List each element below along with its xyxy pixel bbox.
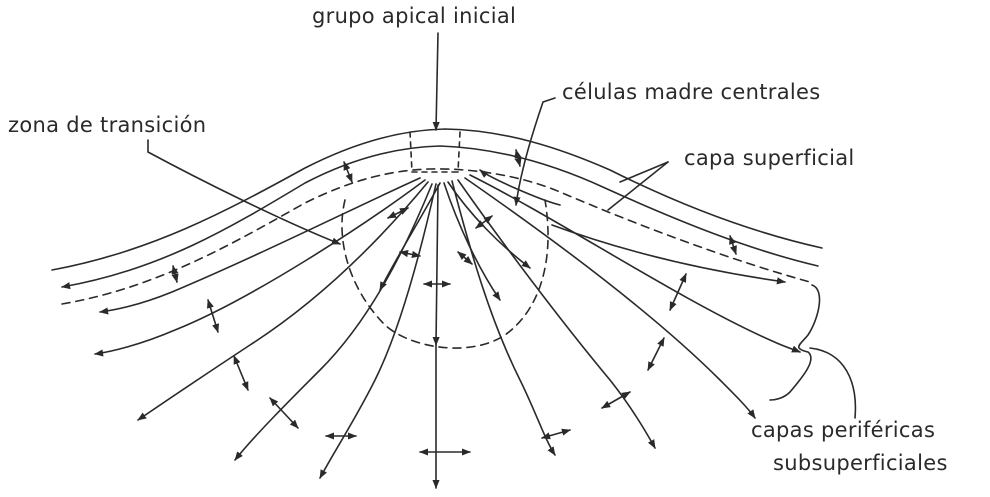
division-arrow xyxy=(647,337,665,371)
division-arrow xyxy=(669,273,687,311)
division-arrow xyxy=(387,207,409,219)
peripheral-layers-bracket xyxy=(769,284,821,401)
division-arrow xyxy=(729,235,737,255)
superficial-label-line-2 xyxy=(607,161,669,211)
label-subsuperficiales: subsuperficiales xyxy=(773,451,948,475)
central-zone-outline xyxy=(341,199,549,349)
lineage-arrow-left-superficial xyxy=(479,169,561,206)
division-arrow xyxy=(343,161,353,183)
label-celulas-madre: células madre centrales xyxy=(562,80,821,104)
lineage-arrow-right-5 xyxy=(464,177,756,419)
label-capa-superficial: capa superficial xyxy=(684,146,855,170)
surface-line-inner xyxy=(61,145,819,290)
label-capas-perifericas: capas periféricas xyxy=(751,418,936,442)
division-arrow xyxy=(233,355,249,391)
layer-boundary-dashed xyxy=(61,168,811,305)
label-zona-transicion: zona de transición xyxy=(8,113,207,137)
peripheral-layers-leader xyxy=(809,347,857,419)
surface-line-outer xyxy=(51,128,823,271)
lineage-arrow-center-left xyxy=(379,182,441,291)
lineage-arrow-right-7 xyxy=(551,224,786,285)
division-arrow xyxy=(399,250,421,258)
division-arrow xyxy=(206,299,220,333)
division-arrow xyxy=(269,397,299,429)
division-arrow xyxy=(601,391,631,409)
division-arrow xyxy=(457,251,473,265)
division-arrow xyxy=(171,265,179,283)
lineage-arrow-right-6 xyxy=(469,174,801,353)
label-grupo-apical: grupo apical inicial xyxy=(312,4,517,28)
lineage-arrow-left-5 xyxy=(319,183,437,479)
division-arrow xyxy=(475,215,493,229)
transicion-label-arrow xyxy=(147,139,341,245)
lineage-arrow-center xyxy=(432,184,440,346)
apical-group-outline xyxy=(409,131,461,173)
madre-label-arrow xyxy=(513,97,556,206)
lineage-arrow-right-3 xyxy=(451,180,556,456)
lineage-arrow-left-3 xyxy=(137,181,429,421)
lineage-arrow-left-1 xyxy=(99,177,421,315)
lineage-arrow-left-2 xyxy=(94,179,426,357)
apical-label-arrow xyxy=(432,32,440,131)
superficial-label-line-1 xyxy=(619,161,669,183)
division-arrow xyxy=(541,428,571,440)
division-arrow xyxy=(514,149,522,167)
